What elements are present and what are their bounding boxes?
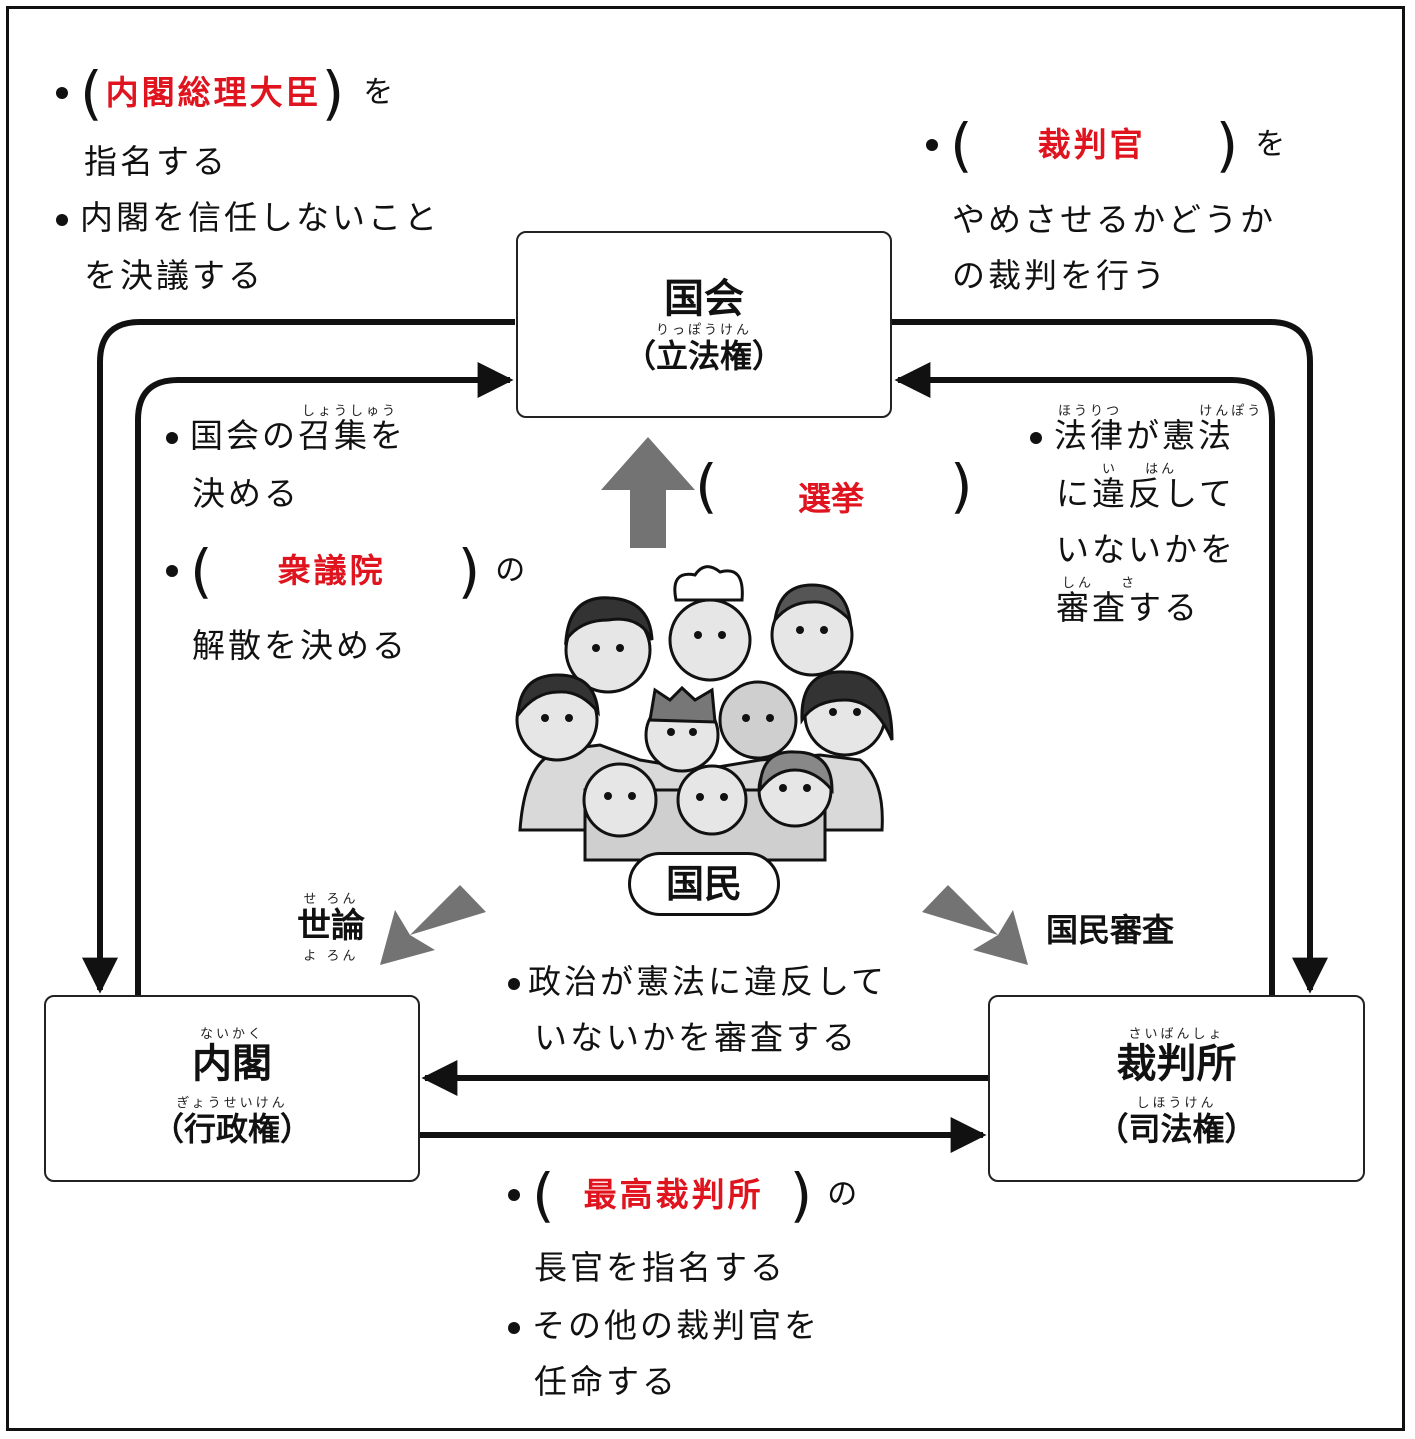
bullet-dot: [56, 214, 68, 226]
bottom-line3: その他の裁判官を: [508, 1306, 820, 1346]
kokkai-title: 国会: [664, 276, 744, 322]
top-right-line3: の裁判を行う: [952, 256, 1168, 295]
inner-right-ruby4: しん さ: [1062, 576, 1138, 591]
people-eyes: [541, 626, 861, 801]
paren-open: (: [695, 452, 718, 520]
naikaku-subtitle: （行政権）: [151, 1110, 312, 1148]
bottom-suffix: の: [827, 1177, 861, 1212]
inner-right-line1: 法律が憲法: [1030, 416, 1234, 456]
paren-open: (: [950, 111, 976, 179]
bottom-line1: (最高裁判所)の: [508, 1164, 860, 1224]
gray-arrow-up: [601, 437, 695, 548]
naikaku-sub-ruby: ぎょうせいけん: [176, 1096, 288, 1111]
inner-left-line4: 解散を決める: [192, 626, 408, 665]
arrow-kokkai-to-saibansho: [892, 319, 1328, 994]
inner-left-line2: 決める: [192, 474, 300, 513]
paren-close: ): [1215, 111, 1242, 179]
top-left-line3-text: 内閣を信任しないこと: [80, 198, 440, 237]
bottom-line3-text: その他の裁判官を: [532, 1306, 820, 1345]
arrow-saibansho-to-kokkai: [894, 362, 1275, 995]
bullet-dot: [508, 1189, 520, 1201]
election-label: ( 選挙 ): [695, 452, 985, 532]
bullet-dot: [926, 139, 938, 151]
bottom-line4: 任命する: [534, 1362, 678, 1401]
kokkai-box: 国会 りっぽうけん （立法権）: [516, 231, 892, 418]
top-right-line2: やめさせるかどうか: [952, 200, 1276, 239]
yoron-ruby-bottom: よ ろん: [303, 949, 359, 964]
paren-close: ): [789, 1161, 816, 1229]
top-right-line1: (裁判官)を: [926, 114, 1288, 174]
bottom-middle-line1-text: 政治が憲法に違反して: [528, 962, 888, 1001]
paren-open: (: [190, 537, 216, 605]
people-label: 国民: [628, 852, 780, 916]
bullet-dot: [166, 432, 178, 444]
bullet-dot: [508, 978, 520, 990]
inner-left-line1: 国会の召集を: [166, 416, 406, 456]
top-left-line1: (内閣総理大臣)を: [56, 62, 396, 122]
naikaku-title: 内閣: [192, 1041, 272, 1087]
inner-right-ruby1: ほうりつ けんぽう: [1058, 404, 1264, 419]
gray-arrow-down-left: [380, 885, 486, 965]
people-illustration: [515, 565, 894, 862]
saibansho-sub-ruby: しほうけん: [1136, 1096, 1217, 1111]
saibansho-subtitle: （司法権）: [1096, 1110, 1257, 1148]
answer-lower-house: 衆議院: [277, 551, 386, 590]
inner-right-line3: いないかを: [1056, 530, 1236, 569]
kokkai-ruby: りっぽうけん: [655, 323, 752, 338]
arrow-naikaku-to-kokkai: [135, 362, 514, 995]
answer-election: 選挙: [798, 479, 864, 518]
bullet-dot: [508, 1322, 520, 1334]
paren-close: ): [950, 452, 973, 520]
top-left-suffix: を: [363, 75, 397, 110]
bullet-dot: [56, 87, 68, 99]
inner-left-line1-text: 国会の召集を: [190, 416, 406, 455]
saibansho-box: さいばんしょ 裁判所 しほうけん （司法権）: [988, 995, 1365, 1182]
bottom-line2: 長官を指名する: [534, 1248, 786, 1287]
top-right-suffix: を: [1255, 127, 1289, 162]
bottom-middle-line1: 政治が憲法に違反して: [508, 962, 887, 1002]
yoron-ruby-top: せ ろん: [303, 892, 359, 907]
inner-right-ruby2: い はん: [1102, 462, 1178, 477]
paren-close: ): [321, 59, 348, 127]
answer-pm: 内閣総理大臣: [105, 73, 322, 112]
bullet-dot: [1030, 432, 1042, 444]
kokumin-shinsa-label: 国民審査: [1046, 911, 1175, 949]
answer-judge: 裁判官: [1037, 125, 1146, 164]
naikaku-box: ないかく 内閣 ぎょうせいけん （行政権）: [44, 995, 420, 1182]
top-left-line2: 指名する: [84, 142, 228, 181]
yoron-text: 世論: [297, 906, 365, 946]
inner-right-line1-text: 法律が憲法: [1054, 416, 1234, 455]
inner-left-ruby: しょうしゅう: [302, 404, 399, 419]
inner-left-suffix: の: [495, 553, 529, 588]
paren-open: (: [532, 1161, 558, 1229]
saibansho-title: 裁判所: [1116, 1041, 1237, 1087]
saibansho-ruby: さいばんしょ: [1128, 1027, 1225, 1042]
top-left-line4: を決議する: [84, 256, 264, 295]
yoron-label: せ ろん 世論 よ ろん: [286, 888, 376, 964]
arrow-kokkai-to-naikaku: [82, 319, 515, 994]
bullet-dot: [166, 565, 178, 577]
paren-open: (: [80, 59, 106, 127]
gray-arrow-down-right: [922, 885, 1028, 965]
inner-right-line2: に違反して: [1056, 474, 1236, 513]
naikaku-ruby: ないかく: [199, 1027, 264, 1042]
inner-left-line3: (衆議院)の: [166, 540, 528, 600]
paren-close: ): [457, 537, 484, 605]
answer-chief-justice: 最高裁判所: [583, 1175, 764, 1214]
bottom-middle-line2: いないかを審査する: [534, 1018, 858, 1057]
kokkai-subtitle: （立法権）: [623, 337, 784, 375]
diagram-frame: [6, 6, 1405, 1431]
top-left-line3: 内閣を信任しないこと: [56, 198, 440, 238]
inner-right-line4: 審査する: [1056, 588, 1200, 627]
